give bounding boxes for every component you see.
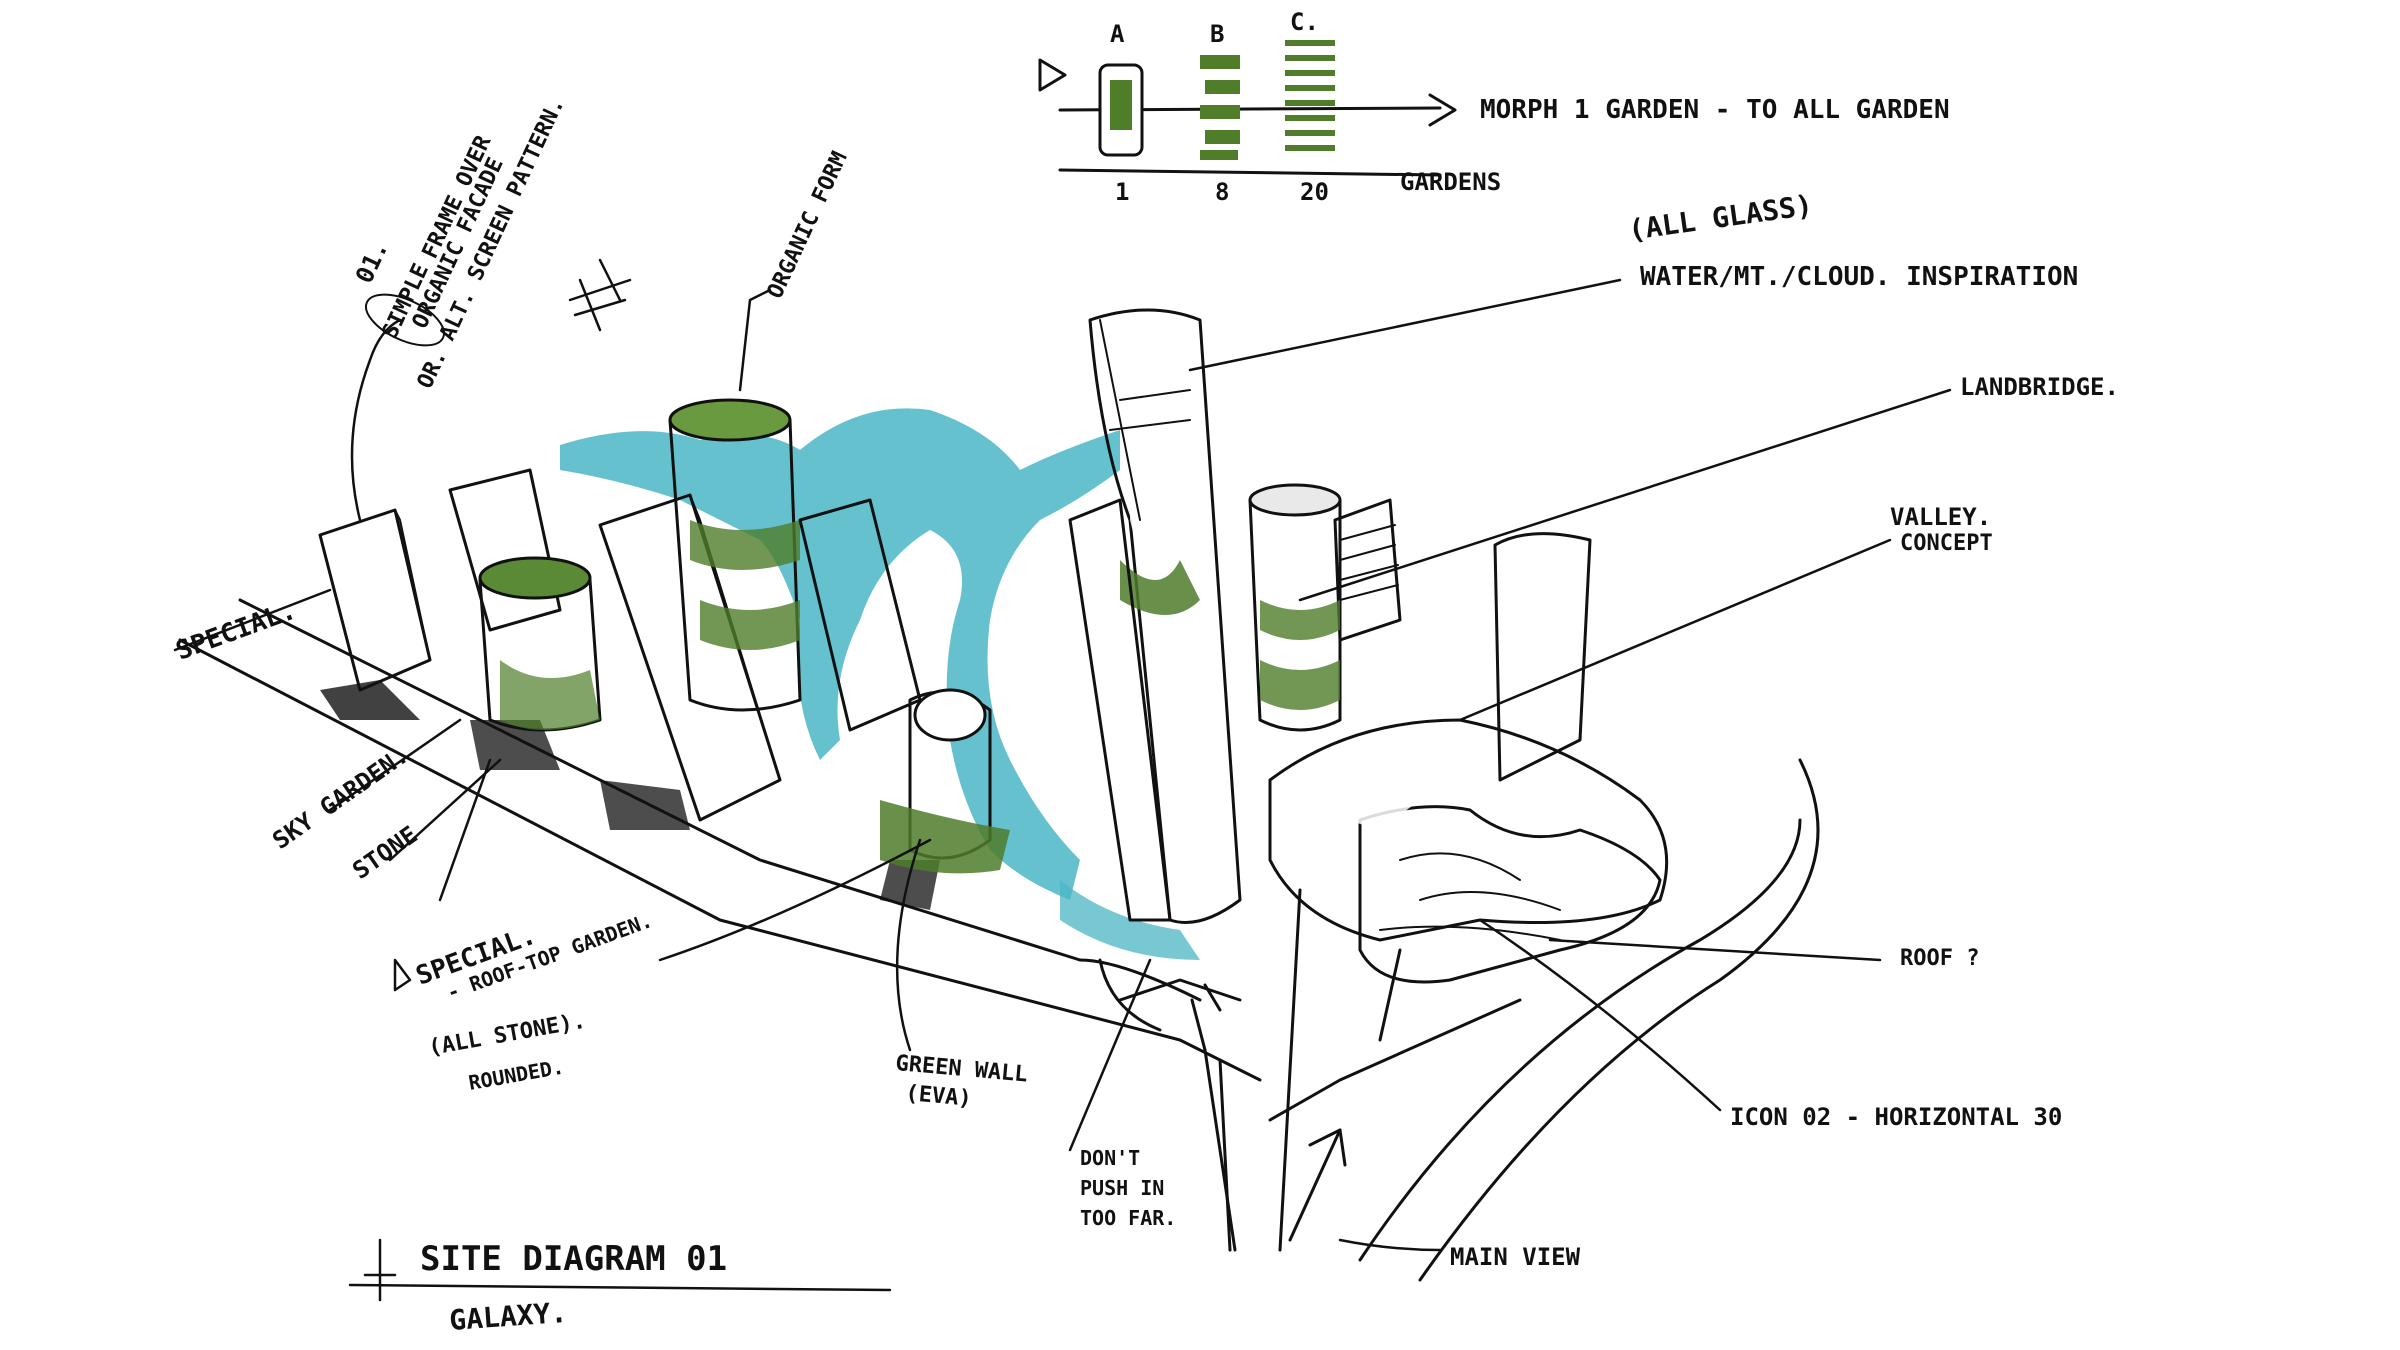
concept-label: CONCEPT [1900, 531, 1993, 556]
morph-label-c: C. [1290, 8, 1319, 36]
right-towers [1248, 483, 1592, 782]
rounded-label: ROUNDED. [467, 1055, 566, 1095]
leader-lines [173, 278, 1952, 1302]
special-label: SPECIAL. [172, 596, 300, 667]
option-number: 01. [350, 236, 394, 287]
dont-push-line-2: PUSH IN [1080, 1176, 1164, 1200]
morph-diagram: A B C. 1 8 20 GARDENS MORPH 1 GARDEN - T… [1038, 8, 1950, 206]
water-body [560, 408, 1200, 960]
icon-02-label: ICON 02 - HORIZONTAL 30 [1730, 1103, 2062, 1131]
all-glass-label: (ALL GLASS) [1626, 188, 1814, 246]
roof-label: ROOF ? [1900, 946, 1979, 971]
right-annotations: (ALL GLASS) WATER/MT./CLOUD. INSPIRATION… [1450, 188, 2119, 1271]
main-view-arrows [1190, 983, 1347, 1252]
morph-gardens-caption: GARDENS [1400, 168, 1501, 196]
stone-label: STONE [347, 821, 422, 885]
diagram-subtitle: GALAXY. [448, 1296, 568, 1337]
icon-tower [1068, 308, 1242, 924]
eva-label: (EVA) [904, 1081, 972, 1112]
morph-count-8: 8 [1215, 178, 1229, 206]
screen-pattern-icon [568, 258, 632, 332]
valley-label: VALLEY. [1890, 503, 1991, 531]
landbridge-icon [1268, 718, 1669, 984]
organic-form-label: ORGANIC FORM [763, 148, 853, 303]
morph-count-1: 1 [1115, 178, 1129, 206]
inspiration-label: WATER/MT./CLOUD. INSPIRATION [1640, 262, 2078, 292]
dont-push-line-1: DON'T [1080, 1146, 1140, 1170]
dont-push-line-3: TOO FAR. [1080, 1206, 1176, 1230]
morph-arrow-text: MORPH 1 GARDEN - TO ALL GARDEN [1480, 95, 1950, 125]
left-towers [318, 398, 1010, 910]
morph-count-20: 20 [1300, 178, 1329, 206]
site-plane [178, 598, 1820, 1282]
main-view-label: MAIN VIEW [1450, 1243, 1581, 1271]
morph-label-a: A [1110, 20, 1125, 48]
landbridge-label: LANDBRIDGE. [1960, 373, 2119, 401]
morph-label-b: B [1210, 20, 1224, 48]
title-block: SITE DIAGRAM 01 GALAXY. [420, 1239, 727, 1337]
diagram-title: SITE DIAGRAM 01 [420, 1239, 727, 1279]
all-stone-label: (ALL STONE). [427, 1009, 588, 1061]
left-annotations: 01. SIMPLE FRAME OVER ORGANIC FACADE OR.… [172, 94, 1176, 1230]
